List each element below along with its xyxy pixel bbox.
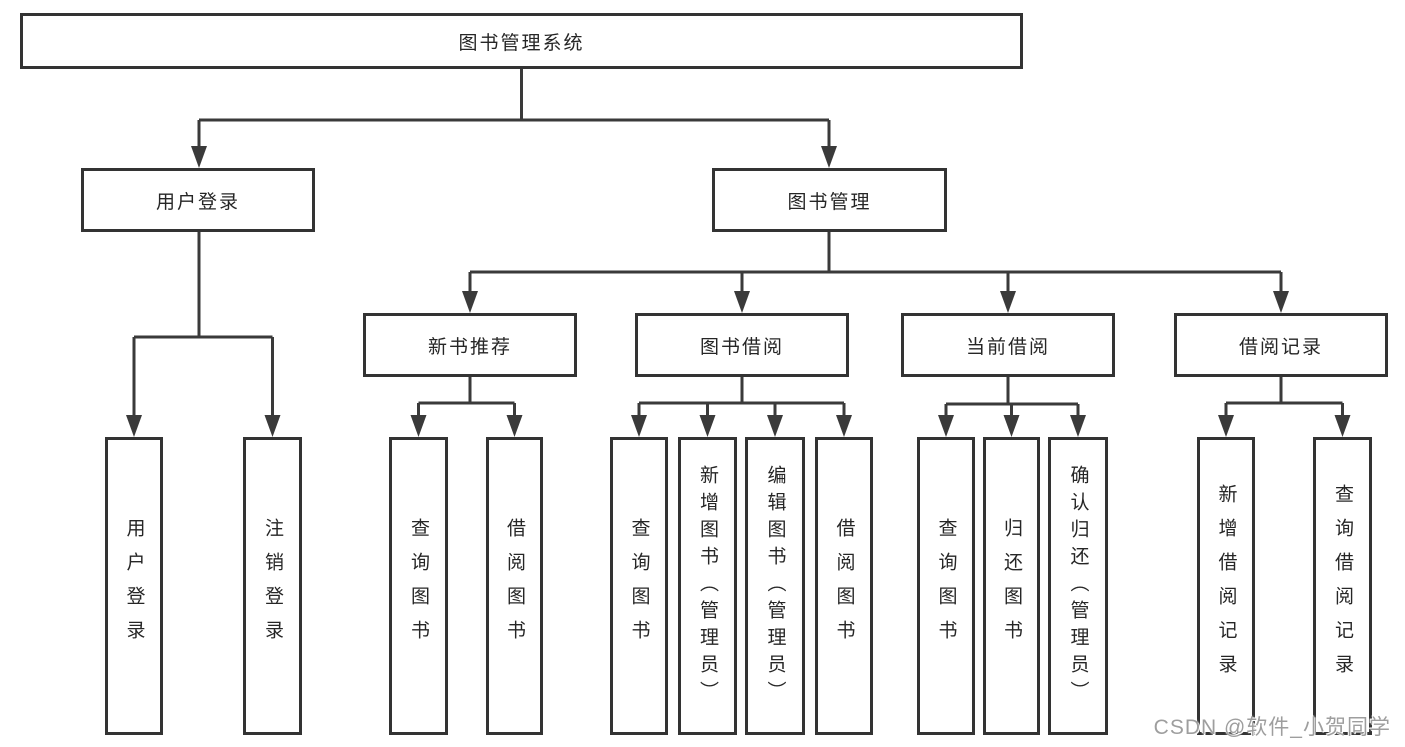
node-current-borrowing: 当前借阅	[901, 313, 1115, 377]
node-label: 查询图书	[935, 518, 957, 654]
csdn-watermark: CSDN @软件_小贺同学	[1153, 716, 1391, 739]
node-label: 查询图书	[628, 518, 650, 654]
node-user-login: 用户登录	[81, 168, 315, 232]
node-label: 当前借阅	[965, 336, 1050, 358]
node-leaf-logout: 注销登录	[243, 437, 302, 735]
node-label: 图书借阅	[699, 336, 784, 358]
node-leaf-query-borrow-record: 查询借阅记录	[1313, 437, 1372, 735]
node-label: 查询图书	[408, 518, 429, 654]
node-leaf-borrow-books-borrowing: 借阅图书	[815, 437, 873, 735]
node-label: 确认归还（管理员）	[1067, 464, 1089, 708]
node-leaf-borrow-books-recommend: 借阅图书	[486, 437, 543, 735]
node-label: 查询借阅记录	[1332, 484, 1353, 688]
node-label: 图书管理	[787, 191, 872, 213]
node-label: 新增图书（管理员）	[697, 464, 718, 708]
node-label: 用户登录	[123, 518, 145, 654]
node-leaf-query-books-recommend: 查询图书	[389, 437, 448, 735]
node-leaf-edit-book-admin: 编辑图书（管理员）	[745, 437, 805, 735]
node-leaf-user-login: 用户登录	[105, 437, 163, 735]
node-leaf-add-borrow-record: 新增借阅记录	[1197, 437, 1255, 735]
node-library-management-system: 图书管理系统	[20, 13, 1023, 69]
node-leaf-query-books-current: 查询图书	[917, 437, 975, 735]
node-label: 借阅图书	[504, 518, 525, 654]
node-book-management: 图书管理	[712, 168, 947, 232]
node-leaf-add-book-admin: 新增图书（管理员）	[678, 437, 737, 735]
node-label: 新增借阅记录	[1215, 484, 1237, 688]
node-label: 注销登录	[262, 518, 283, 654]
node-leaf-query-books-borrowing: 查询图书	[610, 437, 668, 735]
node-label: 借阅图书	[833, 518, 855, 654]
node-borrowing-records: 借阅记录	[1174, 313, 1388, 377]
node-label: 编辑图书（管理员）	[764, 464, 786, 708]
node-new-book-recommendation: 新书推荐	[363, 313, 577, 377]
node-label: 用户登录	[155, 191, 240, 213]
node-leaf-return-books: 归还图书	[983, 437, 1040, 735]
node-book-borrowing: 图书借阅	[635, 313, 849, 377]
node-label: 归还图书	[1001, 518, 1022, 654]
node-leaf-confirm-return-admin: 确认归还（管理员）	[1048, 437, 1108, 735]
node-label: 图书管理系统	[458, 32, 585, 54]
node-label: 新书推荐	[427, 336, 512, 358]
node-label: 借阅记录	[1238, 336, 1323, 358]
